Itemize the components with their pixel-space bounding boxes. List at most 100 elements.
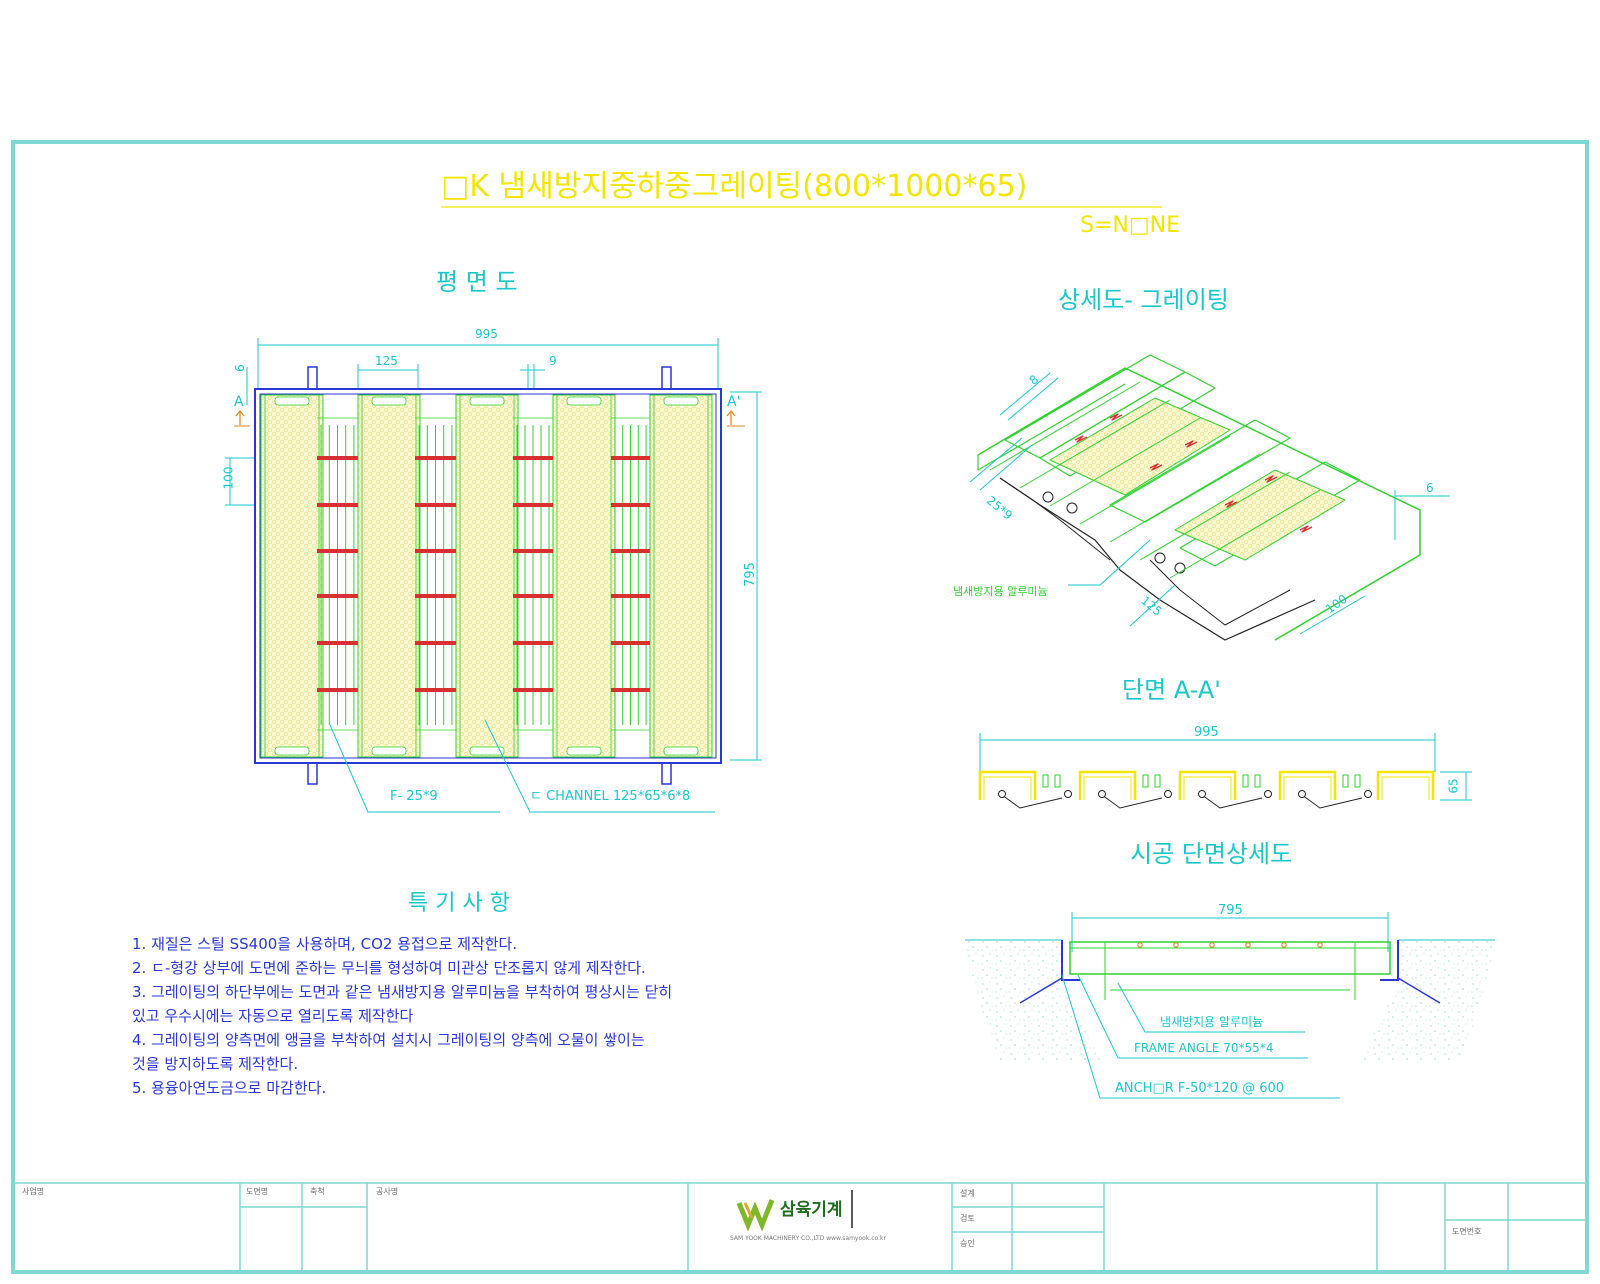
section-channel	[1178, 770, 1237, 800]
note-line: 1. 재질은 스틸 SS400을 사용하며, CO2 용접으로 제작한다.	[132, 935, 518, 953]
iso-bar	[1049, 417, 1201, 507]
scale-label: S=N□NE	[1080, 213, 1180, 238]
section-bar	[1342, 774, 1349, 788]
plan-dim-edge: 6	[232, 364, 247, 372]
section-channel	[1078, 770, 1137, 800]
cross-bar	[513, 594, 553, 598]
cross-bar	[611, 456, 650, 460]
iso-bar	[1019, 399, 1171, 489]
cross-bar	[611, 503, 650, 507]
cross-bar	[513, 456, 553, 460]
section-bar	[1154, 774, 1161, 788]
section-flap	[1001, 794, 1063, 809]
section-flap	[1101, 794, 1163, 809]
channel	[260, 394, 324, 758]
note-line: 2. ㄷ-형강 상부에 도면에 준하는 무늬를 형성하여 미관상 단조롭지 않게…	[132, 959, 646, 977]
weld-dot	[1137, 942, 1143, 948]
iso-channel	[1039, 371, 1216, 477]
title-block	[13, 1182, 1587, 1272]
cross-bar	[611, 641, 650, 645]
plan-heading: 평 면 도	[436, 268, 518, 296]
iso-weld	[1149, 463, 1163, 471]
drawing-title: □K 냄새방지중하중그레이팅(800*1000*65)	[441, 169, 1028, 204]
cross-bar	[513, 641, 553, 645]
cross-bar	[415, 641, 456, 645]
iso-weld	[1109, 413, 1123, 421]
plan-dim-channel: 125	[375, 354, 398, 368]
weld-dot	[1317, 942, 1323, 948]
cross-bar	[513, 688, 553, 692]
section-channel	[1278, 770, 1337, 800]
plan-dim-width: 995	[475, 327, 498, 341]
construction-callout-foil: 냄새방지용 알루미늄	[1160, 1015, 1264, 1029]
iso-weld	[1184, 440, 1198, 448]
callout-channel: ㄷ CHANNEL 125*65*6*8	[530, 789, 691, 804]
channel	[357, 394, 421, 758]
cross-bar	[415, 456, 456, 460]
construction-callout-anchor: ANCH□R F-50*120 @ 600	[1115, 1081, 1285, 1096]
cross-bar	[611, 688, 650, 692]
section-heading: 단면 A-A'	[1122, 676, 1221, 704]
iso-weld	[1224, 500, 1238, 508]
cross-bar	[611, 549, 650, 553]
section-bar	[1354, 774, 1361, 788]
title-block-cell: 공사명	[376, 1187, 399, 1196]
svg-text:A: A	[234, 394, 244, 410]
cross-bar	[317, 688, 358, 692]
svg-text:A': A'	[727, 394, 740, 410]
channel	[455, 394, 519, 758]
title-block-right-cell: 설계	[960, 1189, 975, 1198]
cross-bar	[317, 594, 358, 598]
title-block-right-cell: 검토	[960, 1214, 975, 1223]
section-flap	[1301, 794, 1363, 809]
iso-bar	[989, 381, 1141, 471]
iso-bar	[1169, 489, 1321, 579]
title-block-right-cell: 승인	[960, 1239, 975, 1248]
iso-weld	[1264, 475, 1278, 483]
section-bar	[1142, 774, 1149, 788]
title-block-cell: 축척	[310, 1187, 325, 1196]
channel	[552, 394, 616, 758]
title-block-cell: 사업명	[22, 1187, 45, 1196]
note-line: 4. 그레이팅의 양측면에 앵글을 부착하여 설치시 그레이팅의 양측에 오물이…	[132, 1031, 645, 1049]
iso-frame	[977, 367, 1421, 641]
construction-dim-width: 795	[1218, 903, 1243, 918]
weld-dot	[1209, 942, 1215, 948]
construction-section	[965, 912, 1495, 1099]
section-dim-height: 65	[1446, 778, 1461, 794]
cross-bar	[317, 456, 358, 460]
section-aa	[978, 733, 1472, 809]
construction-heading: 시공 단면상세도	[1130, 840, 1293, 868]
section-bar	[1042, 774, 1049, 788]
section-flap	[1201, 794, 1263, 809]
plan-view: A A'	[225, 338, 762, 813]
cross-bar	[415, 688, 456, 692]
cross-bar	[415, 503, 456, 507]
section-channel	[1376, 770, 1435, 800]
drawing-number-label: 도면번호	[1452, 1227, 1482, 1236]
iso-channel	[1109, 419, 1291, 523]
section-bar	[1242, 774, 1249, 788]
cross-bar	[513, 503, 553, 507]
cross-bar	[415, 549, 456, 553]
detail-callout: 냄새방지용 알루미늄	[953, 585, 1048, 598]
cross-bar	[317, 549, 358, 553]
cross-bar	[415, 594, 456, 598]
weld-dot	[1173, 942, 1179, 948]
title-block-cell: 도면명	[246, 1187, 269, 1196]
isometric-detail	[969, 354, 1450, 641]
section-bar	[1054, 774, 1061, 788]
channel	[649, 394, 713, 758]
iso-bar	[1139, 471, 1291, 561]
weld-dot	[1281, 942, 1287, 948]
note-line: 것을 방지하도록 제작한다.	[132, 1055, 299, 1073]
cross-bar	[513, 549, 553, 553]
note-line: 있고 우수시에는 자동으로 열리도록 제작한다	[132, 1007, 414, 1025]
callout-flat-bar: F- 25*9	[390, 789, 438, 804]
section-channel	[978, 770, 1037, 800]
iso-plate	[1049, 397, 1231, 496]
detail-dim-6: 6	[1426, 481, 1434, 495]
plan-dim-pitch: 100	[221, 466, 236, 490]
